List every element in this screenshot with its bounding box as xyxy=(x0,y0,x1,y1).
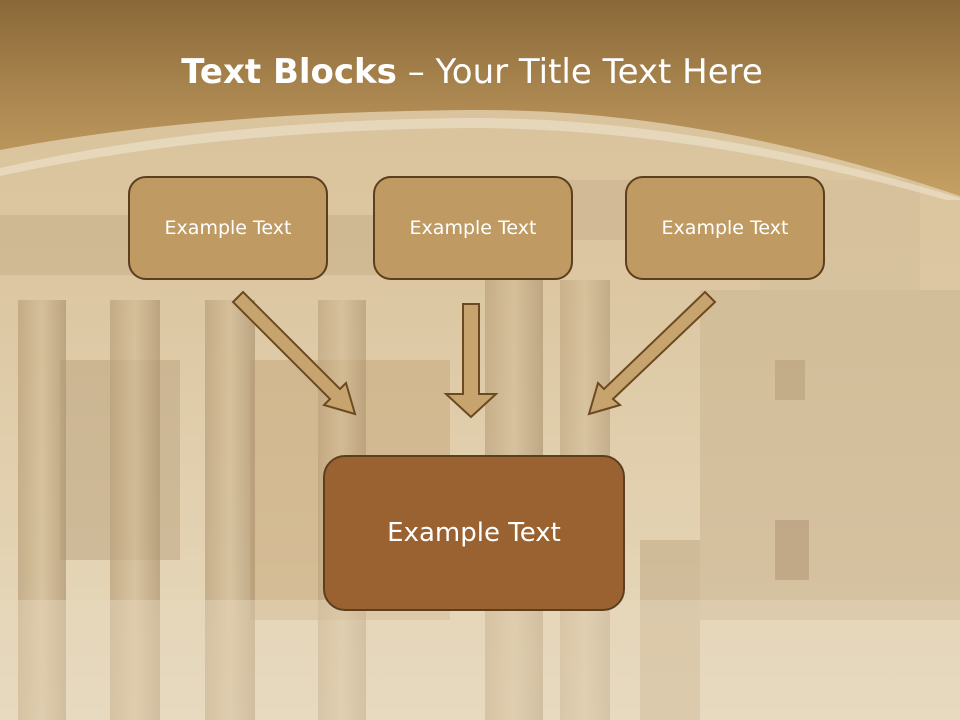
bottom-box[interactable]: Example Text xyxy=(323,455,625,611)
title-text-part: Your Title Text Here xyxy=(435,52,763,92)
top-box-center-label: Example Text xyxy=(409,217,537,239)
bottom-box-label: Example Text xyxy=(387,518,561,548)
slide-title: Text Blocks – Your Title Text Here xyxy=(0,52,944,92)
top-box-left-label: Example Text xyxy=(164,217,292,239)
title-separator: – xyxy=(396,52,436,92)
top-box-right[interactable]: Example Text xyxy=(625,176,825,280)
top-box-right-label: Example Text xyxy=(661,217,789,239)
title-bold-part: Text Blocks xyxy=(181,52,397,92)
top-box-left[interactable]: Example Text xyxy=(128,176,328,280)
header-band xyxy=(0,0,960,200)
top-box-center[interactable]: Example Text xyxy=(373,176,573,280)
